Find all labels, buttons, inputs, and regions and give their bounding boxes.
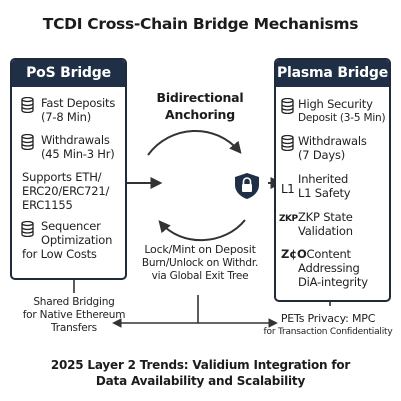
list-item: Sequencer Optimization	[41, 219, 113, 247]
trend-caption: 2025 Layer 2 Trends: Validium Integratio…	[50, 358, 351, 388]
list-item: High Security Deposit (3-5 Min)	[298, 97, 386, 124]
list-item: Z¢OContent Addressing DiA-integrity	[281, 247, 368, 289]
panel-header: PoS Bridge	[12, 60, 125, 87]
list-item: Withdrawals (45 Min-3 Hr)	[41, 133, 115, 161]
shared-bridging-label: Shared Bridging for Native Ethereum Tran…	[22, 296, 126, 334]
panel-header: Plasma Bridge	[276, 60, 389, 87]
database-icon	[21, 221, 34, 237]
list-item: Supports ETH/ ERC20/ERC721/ ERC1155	[22, 170, 110, 212]
database-icon	[21, 97, 34, 113]
list-item: ZKP State Validation	[298, 210, 353, 238]
list-item: Inherited L1 Safety	[298, 172, 351, 200]
list-item: Fast Deposits (7-8 Min)	[41, 96, 116, 124]
tag-zco: Z¢O	[281, 247, 307, 261]
database-icon	[21, 134, 34, 150]
tag-l1: L1	[281, 182, 295, 196]
plasma-bridge-panel: Plasma Bridge	[274, 58, 391, 302]
pets-privacy-label: PETs Privacy: MPC for Transaction Confid…	[263, 312, 393, 337]
padlock-icon	[235, 173, 259, 199]
list-item-continuation: for Low Costs	[22, 247, 97, 261]
tag-zkp: ZKP	[279, 214, 298, 224]
database-icon	[281, 98, 294, 114]
list-item: Withdrawals (7 Days)	[298, 134, 367, 162]
top-curved-arrow	[147, 130, 242, 156]
lock-mint-caption: Lock/Mint on Deposit Burn/Unlock on With…	[141, 243, 259, 282]
diagram-title: TCDI Cross-Chain Bridge Mechanisms	[42, 15, 359, 33]
anchoring-heading: Bidirectional Anchoring	[156, 90, 244, 122]
bottom-curved-arrow	[158, 219, 246, 242]
database-icon	[281, 135, 294, 151]
pos-bridge-panel: PoS Bridge	[10, 58, 127, 280]
